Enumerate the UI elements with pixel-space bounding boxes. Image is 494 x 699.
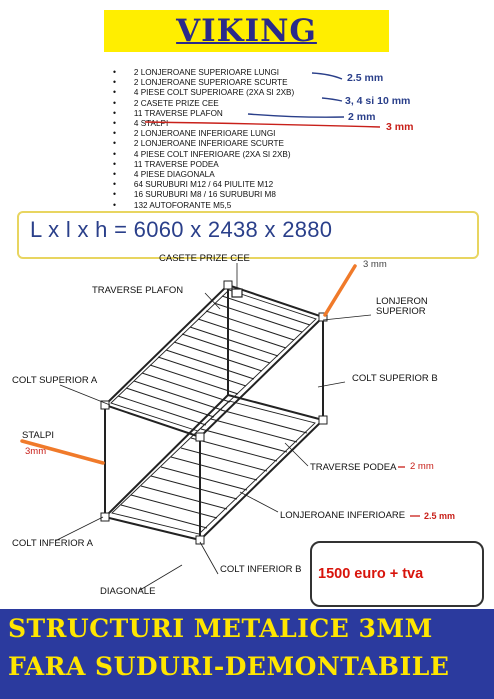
label-traverse-plafon: TRAVERSE PLAFON [92,285,184,296]
label-lonjeroane-inferioare: LONJEROANE INFERIOARE [280,510,406,521]
posts [104,285,324,540]
price-box [310,541,484,607]
parts-list-item: 132 AUTOFORANTE M5,5 [113,200,294,210]
dimensions-text: L x l x h = 6060 x 2438 x 2880 [30,217,333,242]
leader-lines [54,263,372,591]
parts-list-item: 11 TRAVERSE PODEA [113,159,294,169]
parts-annotation-lines [144,72,381,128]
label-colt-superior-b: COLT SUPERIOR B [352,373,438,384]
cee-box [231,288,243,298]
banner-line-1: STRUCTURI METALICE 3MM [8,614,433,643]
annotation-line-3mm [144,121,381,128]
parts-list-item: 4 STALPI [113,118,294,128]
floor-slats [120,409,308,529]
page-title: VIKING [176,13,317,49]
annotation-line-2mm [247,113,345,118]
label-diagonale: DIAGONALE [100,586,156,597]
annotation-line-3-4-10mm [321,97,343,102]
label-colt-inferior-a: COLT INFERIOR A [12,538,93,549]
label-colt-inferior-b: COLT INFERIOR B [220,564,302,575]
annotation-line-2-5mm [311,72,343,80]
container-frame-diagram [20,263,420,591]
parts-list-item: 4 PIESE COLT INFERIOARE (2XA SI 2XB) [113,149,294,159]
label-lonjeron-superior-2: SUPERIOR [376,306,426,317]
annotation-2mm: 2 mm [348,111,376,123]
label-traverse-podea: TRAVERSE PODEA [310,462,397,473]
label-traverse-podea-2mm: 2 mm [410,461,434,472]
parts-list-item: 2 LONJEROANE SUPERIOARE SCURTE [113,77,294,87]
parts-list-item: 16 SURUBURI M8 / 16 SURUBURI M8 [113,189,294,199]
red-dash-marks [398,466,420,517]
bottom-banner [0,609,494,699]
orange-pointers [20,264,357,465]
dimensions-box [17,211,479,259]
parts-list-item: 2 LONJEROANE INFERIOARE SCURTE [113,138,294,148]
parts-list-item: 2 LONJEROANE INFERIOARE LUNGI [113,128,294,138]
label-lonjeron-superior-1: LONJERON [376,296,428,307]
roof-slats [117,295,311,426]
label-casete-prize-cee: CASETE PRIZE CEE [159,253,250,264]
annotation-2-5mm: 2.5 mm [347,72,384,84]
top-frame [103,283,325,439]
label-3mm-top: 3 mm [363,259,387,270]
parts-list-item: 4 PIESE DIAGONALA [113,169,294,179]
banner-line-2: FARA SUDURI-DEMONTABILE [8,652,450,681]
parts-list-item: 11 TRAVERSE PLAFON [113,108,294,118]
corner-blocks [100,280,328,545]
label-colt-superior-a: COLT SUPERIOR A [12,375,98,386]
price-text: 1500 euro + tva [318,566,424,582]
label-lonjeroane-inferioare-2-5mm: 2.5 mm [424,511,456,521]
label-stalpi-3mm: 3mm [25,446,47,457]
parts-list-item: 2 CASETE PRIZE CEE [113,98,294,108]
parts-list: 2 LONJEROANE SUPERIOARE LUNGI2 LONJEROAN… [113,67,304,210]
annotation-3mm: 3 mm [386,121,414,133]
parts-list-item: 4 PIESE COLT SUPERIOARE (2XA SI 2XB) [113,87,294,97]
parts-list-item: 64 SURUBURI M12 / 64 PIULITE M12 [113,179,294,189]
label-stalpi: STALPI [22,430,55,441]
annotation-3-4-10mm: 3, 4 si 10 mm [345,95,411,107]
parts-list-item: 2 LONJEROANE SUPERIOARE LUNGI [113,67,294,77]
title-banner: VIKING [104,10,389,52]
